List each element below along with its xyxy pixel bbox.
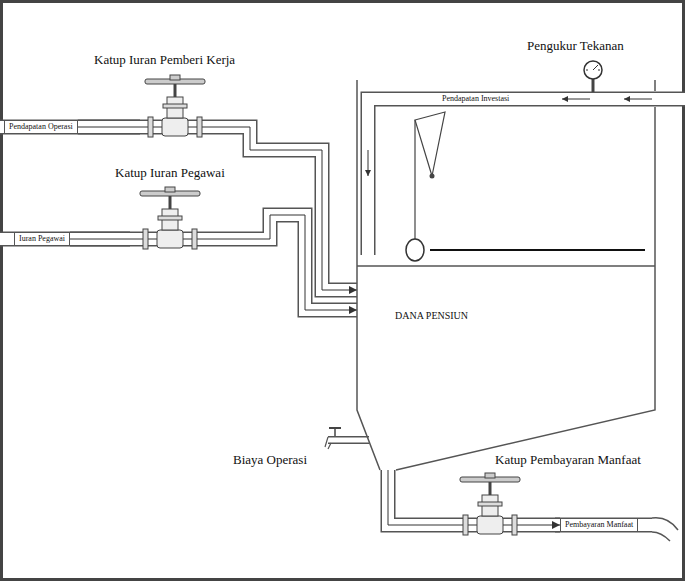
gauge-stem: [592, 79, 595, 92]
pipe-connector: [78, 127, 357, 290]
tap-spout: [325, 437, 331, 449]
pipe-wall: [555, 518, 652, 533]
valve-body: [157, 230, 183, 248]
valve-collar: [478, 502, 502, 506]
pipe-bore: [555, 519, 652, 531]
valve-hub: [165, 187, 175, 192]
pipe-bore: [70, 215, 357, 310]
tank-label: DANA PENSIUN: [395, 310, 468, 322]
valve-body: [477, 516, 503, 534]
float-linkage: [415, 112, 445, 176]
fund-level: [357, 265, 655, 267]
float-rod: [414, 120, 415, 239]
valve: [460, 473, 520, 535]
tap-wall: [328, 436, 369, 444]
gauge-tick: [586, 70, 588, 71]
pipe-wall: [78, 127, 357, 290]
float-arm: [430, 249, 645, 251]
tank-outline: [357, 265, 655, 470]
pipe-tag: Pendapatan Operasi: [4, 120, 78, 134]
flow-line: [388, 470, 560, 525]
tank-wall: [356, 80, 358, 265]
pipe-wall: [70, 215, 357, 310]
valve-flange: [512, 515, 517, 535]
pipe-label: Iuran Pegawai: [19, 234, 65, 244]
valve-flange: [192, 229, 197, 249]
valve-hub: [485, 473, 495, 478]
tank-wall: [654, 107, 656, 265]
pipe-bore: [368, 99, 685, 255]
valve-collar: [163, 104, 187, 108]
gauge-tick: [598, 70, 600, 71]
part-label: Biaya Operasi: [233, 452, 307, 467]
pipe-wall: [388, 470, 560, 525]
pipe-label: Pembayaran Manfaat: [565, 520, 633, 530]
pipe-label: Pendapatan Operasi: [9, 122, 73, 132]
valve-collar: [158, 216, 182, 220]
part-label: Pengukur Tekanan: [527, 38, 624, 53]
valve-flange: [197, 117, 202, 137]
valve-stem: [174, 83, 177, 97]
valve-flange: [143, 229, 148, 249]
tap-stem: [334, 428, 336, 436]
valve-flange: [463, 515, 468, 535]
valve-flange: [148, 117, 153, 137]
pipe-spout: [652, 532, 670, 541]
pipe-bore: [78, 127, 357, 290]
tap-bore: [328, 438, 369, 443]
flow-arrow: [562, 99, 590, 100]
pressure-gauge: [584, 61, 602, 79]
tank-wall: [357, 265, 380, 470]
part-label: Katup Iuran Pemberi Kerja: [94, 52, 235, 67]
pipe-connector: [70, 215, 357, 310]
part-label: Katup Pembayaran Manfaat: [495, 452, 641, 467]
valve-hub: [170, 75, 180, 80]
flow-arrow: [624, 99, 652, 100]
float: [406, 239, 424, 261]
valve: [140, 187, 200, 249]
pipe-tag: Pembayaran Manfaat: [560, 518, 638, 532]
tank-wall: [396, 265, 655, 470]
fund-tank: DANA PENSIUN: [357, 265, 655, 470]
valve-stem: [489, 481, 492, 495]
tap-handle: [329, 427, 341, 429]
valve-stem: [169, 195, 172, 209]
flow-arrow: [368, 150, 369, 176]
tank-wall: [654, 80, 656, 91]
pipe-tag: Iuran Pegawai: [14, 232, 70, 246]
flow-line: [70, 215, 357, 310]
float-pivot: [430, 174, 435, 179]
part-label: Katup Iuran Pegawai: [115, 165, 225, 180]
pipe-wall: [368, 99, 685, 255]
pipe-spout: [652, 518, 678, 530]
pipe-connector: [388, 470, 560, 525]
gauge-needle: [593, 65, 598, 70]
valve: [145, 75, 205, 137]
pipe-bore: [388, 470, 560, 525]
pipe-label: Pendapatan Investasi: [440, 94, 511, 104]
flow-line: [78, 127, 357, 290]
valve-body: [162, 118, 188, 136]
